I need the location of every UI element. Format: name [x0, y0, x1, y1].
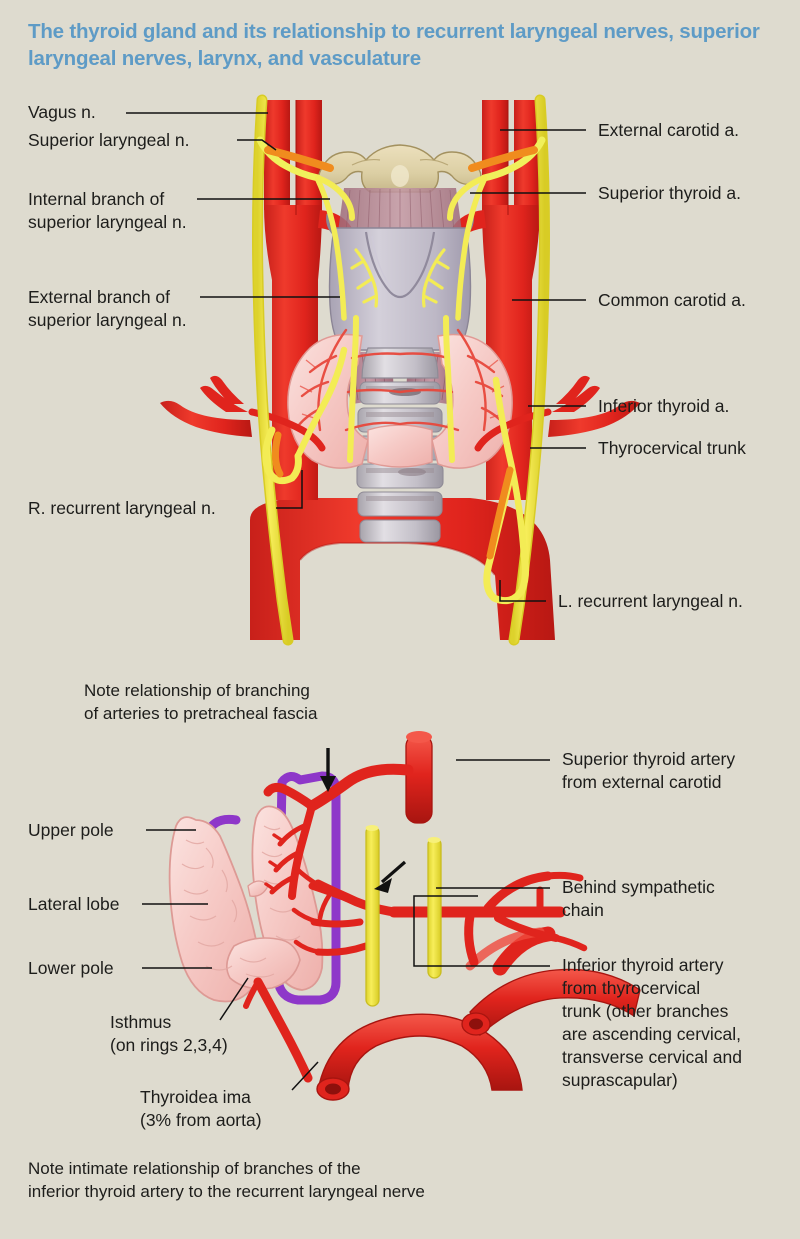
hyoid-bone — [318, 144, 482, 193]
external-carotid-stump-lower — [405, 731, 433, 824]
label-inferior-thyroid-a: Inferior thyroid a. — [598, 396, 730, 416]
sympathetic-pointer-arrow — [374, 860, 407, 893]
common-carotid-arteries-upper — [264, 100, 540, 500]
label-inferior-thyroid-artery-from-thyrocervical-trunk: Inferior thyroid artery from thyrocervic… — [562, 955, 742, 1090]
label-l-recurrent-laryngeal-n: L. recurrent laryngeal n. — [558, 591, 743, 611]
footer-note: Note intimate relationship of branches o… — [28, 1159, 425, 1201]
label-superior-thyroid-a: Superior thyroid a. — [598, 183, 741, 203]
pretracheal-fascia — [201, 771, 341, 1005]
subclavian-arteries-upper — [160, 375, 640, 437]
thyroid-gland-lower — [168, 805, 324, 1003]
label-external-carotid-a: External carotid a. — [598, 120, 740, 140]
cricothyroid-muscles — [344, 352, 456, 404]
label-r-recurrent-laryngeal-n: R. recurrent laryngeal n. — [28, 498, 216, 518]
aortic-arch-lower — [316, 1013, 523, 1101]
leader-lines — [126, 112, 586, 1091]
label-external-branch-superior-laryngeal-n: External branch of superior laryngeal n. — [28, 287, 187, 330]
vagus-and-recurrent-laryngeal-nerves-upper — [252, 94, 550, 646]
label-superior-laryngeal-n: Superior laryngeal n. — [28, 130, 190, 150]
label-vagus-n: Vagus n. — [28, 102, 96, 122]
sympathetic-chain-lower — [365, 825, 442, 1007]
page-title: The thyroid gland and its relationship t… — [28, 20, 760, 70]
label-behind-sympathetic-chain: Behind sympathetic chain — [562, 877, 715, 920]
inferior-thyroid-arteries-upper — [248, 408, 552, 452]
thyroid-gland-upper — [287, 328, 513, 469]
label-lateral-lobe: Lateral lobe — [28, 894, 120, 914]
label-internal-branch-superior-laryngeal-n: Internal branch of superior laryngeal n. — [28, 189, 187, 232]
note-pretracheal-fascia: Note relationship of branching of arteri… — [84, 681, 318, 723]
label-thyroidea-ima: Thyroidea ima (3% from aorta) — [140, 1087, 262, 1130]
label-upper-pole: Upper pole — [28, 820, 114, 840]
label-isthmus: Isthmus (on rings 2,3,4) — [110, 1012, 228, 1055]
arteries-lower — [243, 763, 588, 1083]
thyrohyoid-membrane — [338, 188, 462, 232]
label-lower-pole: Lower pole — [28, 958, 114, 978]
trachea-upper — [356, 347, 444, 543]
label-thyrocervical-trunk: Thyrocervical trunk — [598, 438, 746, 458]
upper-figure-illustration — [160, 94, 640, 646]
aortic-arch-upper — [250, 498, 555, 640]
label-common-carotid-a: Common carotid a. — [598, 290, 746, 310]
label-superior-thyroid-artery-from-external-carotid: Superior thyroid artery from external ca… — [562, 749, 736, 792]
thyroid-cartilage — [326, 213, 474, 351]
superior-thyroid-arteries-upper — [318, 210, 486, 333]
fascia-pointer-arrow — [320, 748, 336, 792]
